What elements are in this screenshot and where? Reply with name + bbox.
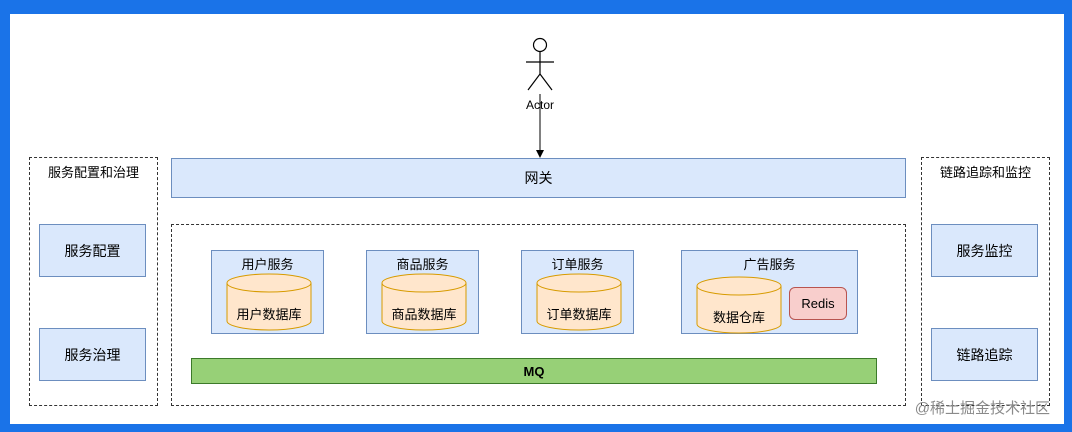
mq-bar[interactable]: MQ: [191, 358, 877, 384]
order-service-title: 订单服务: [551, 257, 604, 272]
product-database-cylinder[interactable]: 商品数据库: [381, 273, 467, 331]
data-warehouse-label: 数据仓库: [712, 310, 765, 325]
user-database-label: 用户数据库: [236, 307, 302, 322]
left-panel-config-governance: 服务配置和治理: [29, 157, 158, 406]
diagram-canvas: Actor 网关 服务配置和治理 服务配置 服务治理 链路追踪和监控 服务监控 …: [10, 14, 1064, 424]
order-database-cylinder[interactable]: 订单数据库: [536, 273, 622, 331]
left-panel-title: 服务配置和治理: [47, 165, 139, 180]
service-governance-box[interactable]: 服务治理: [39, 328, 146, 381]
service-governance-label: 服务治理: [64, 346, 121, 363]
trace-tracking-label: 链路追踪: [956, 346, 1013, 363]
order-database-label: 订单数据库: [546, 307, 612, 322]
watermark-text: @稀土掘金技术社区: [914, 400, 1050, 417]
database-icon: [226, 273, 312, 331]
database-icon: [381, 273, 467, 331]
service-monitor-box[interactable]: 服务监控: [931, 224, 1038, 277]
ads-service-box[interactable]: 广告服务 数据仓库 Redis: [681, 250, 858, 334]
trace-tracking-box[interactable]: 链路追踪: [931, 328, 1038, 381]
actor-figure-icon: [526, 37, 554, 91]
ads-service-title: 广告服务: [743, 257, 796, 272]
data-warehouse-cylinder[interactable]: 数据仓库: [696, 276, 782, 334]
product-database-label: 商品数据库: [391, 307, 457, 322]
product-service-box[interactable]: 商品服务 商品数据库: [366, 250, 479, 334]
gateway-box[interactable]: 网关: [171, 158, 906, 198]
service-config-label: 服务配置: [64, 242, 121, 259]
right-panel-title: 链路追踪和监控: [939, 165, 1031, 180]
services-container: [171, 224, 906, 406]
user-database-cylinder[interactable]: 用户数据库: [226, 273, 312, 331]
right-panel-tracing-monitoring: 链路追踪和监控: [921, 157, 1050, 406]
database-icon: [696, 276, 782, 334]
database-icon: [536, 273, 622, 331]
actor-to-gateway-arrow: [536, 94, 544, 158]
redis-cache-box[interactable]: Redis: [789, 287, 847, 320]
service-monitor-label: 服务监控: [956, 242, 1013, 259]
mq-label: MQ: [523, 363, 545, 379]
redis-label: Redis: [801, 296, 835, 311]
product-service-title: 商品服务: [396, 257, 449, 272]
service-config-box[interactable]: 服务配置: [39, 224, 146, 277]
user-service-box[interactable]: 用户服务 用户数据库: [211, 250, 324, 334]
order-service-box[interactable]: 订单服务 订单数据库: [521, 250, 634, 334]
gateway-label: 网关: [524, 170, 553, 186]
user-service-title: 用户服务: [241, 257, 294, 272]
